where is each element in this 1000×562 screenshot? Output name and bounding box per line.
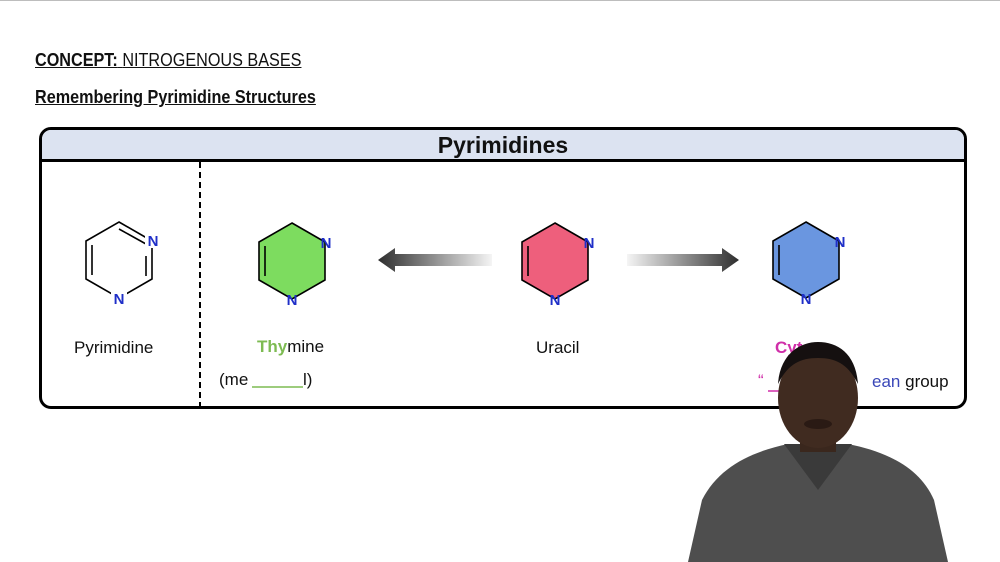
- pyrimidine-n1: N: [114, 291, 125, 308]
- cytosine-structure: N N: [772, 221, 846, 308]
- uracil-n1: N: [550, 292, 561, 309]
- presenter-mouth: [804, 419, 832, 429]
- dashed-divider: [199, 162, 201, 406]
- cytosine-n3: N: [835, 234, 846, 251]
- cytosine-n1: N: [801, 291, 812, 308]
- concept-topic: NITROGENOUS BASES: [122, 50, 302, 70]
- thymine-n3: N: [321, 235, 332, 252]
- thymine-label-rest: mine: [287, 337, 325, 356]
- panel-title: Pyrimidines: [42, 130, 964, 162]
- pyrimidine-n3: N: [148, 233, 159, 250]
- top-rule: [0, 0, 1000, 1]
- thymine-hint-open: (me: [219, 370, 249, 389]
- cytosine-hint-tail: ean group: [872, 372, 949, 392]
- arrow-to-thymine: [378, 248, 492, 272]
- thymine-label: Thymine: [257, 337, 324, 357]
- page-subtitle: Remembering Pyrimidine Structures: [35, 87, 316, 107]
- cytosine-hint-quote: “: [758, 371, 764, 390]
- pyrimidine-structure: N N: [85, 221, 161, 308]
- thymine-structure: N N: [258, 222, 332, 309]
- presenter-collar: [784, 444, 852, 490]
- thymine-hint-close: l): [303, 370, 313, 389]
- concept-heading: CONCEPT: NITROGENOUS BASES: [35, 50, 301, 71]
- presenter-video: [688, 342, 948, 562]
- cytosine-hint-blue: ean: [872, 372, 901, 391]
- presenter-hair: [778, 342, 858, 384]
- uracil-label: Uracil: [536, 338, 580, 357]
- thymine-label-highlight: Thy: [257, 337, 288, 356]
- presenter-head: [778, 348, 858, 448]
- concept-prefix: CONCEPT:: [35, 50, 118, 70]
- uracil-structure: N N: [521, 222, 595, 309]
- uracil-n3: N: [584, 235, 595, 252]
- pyrimidine-label: Pyrimidine: [74, 338, 154, 357]
- thymine-n1: N: [287, 292, 298, 309]
- presenter-shirt: [688, 444, 948, 562]
- cytosine-hint-suffix: group: [905, 372, 949, 391]
- arrow-to-cytosine: [627, 248, 739, 272]
